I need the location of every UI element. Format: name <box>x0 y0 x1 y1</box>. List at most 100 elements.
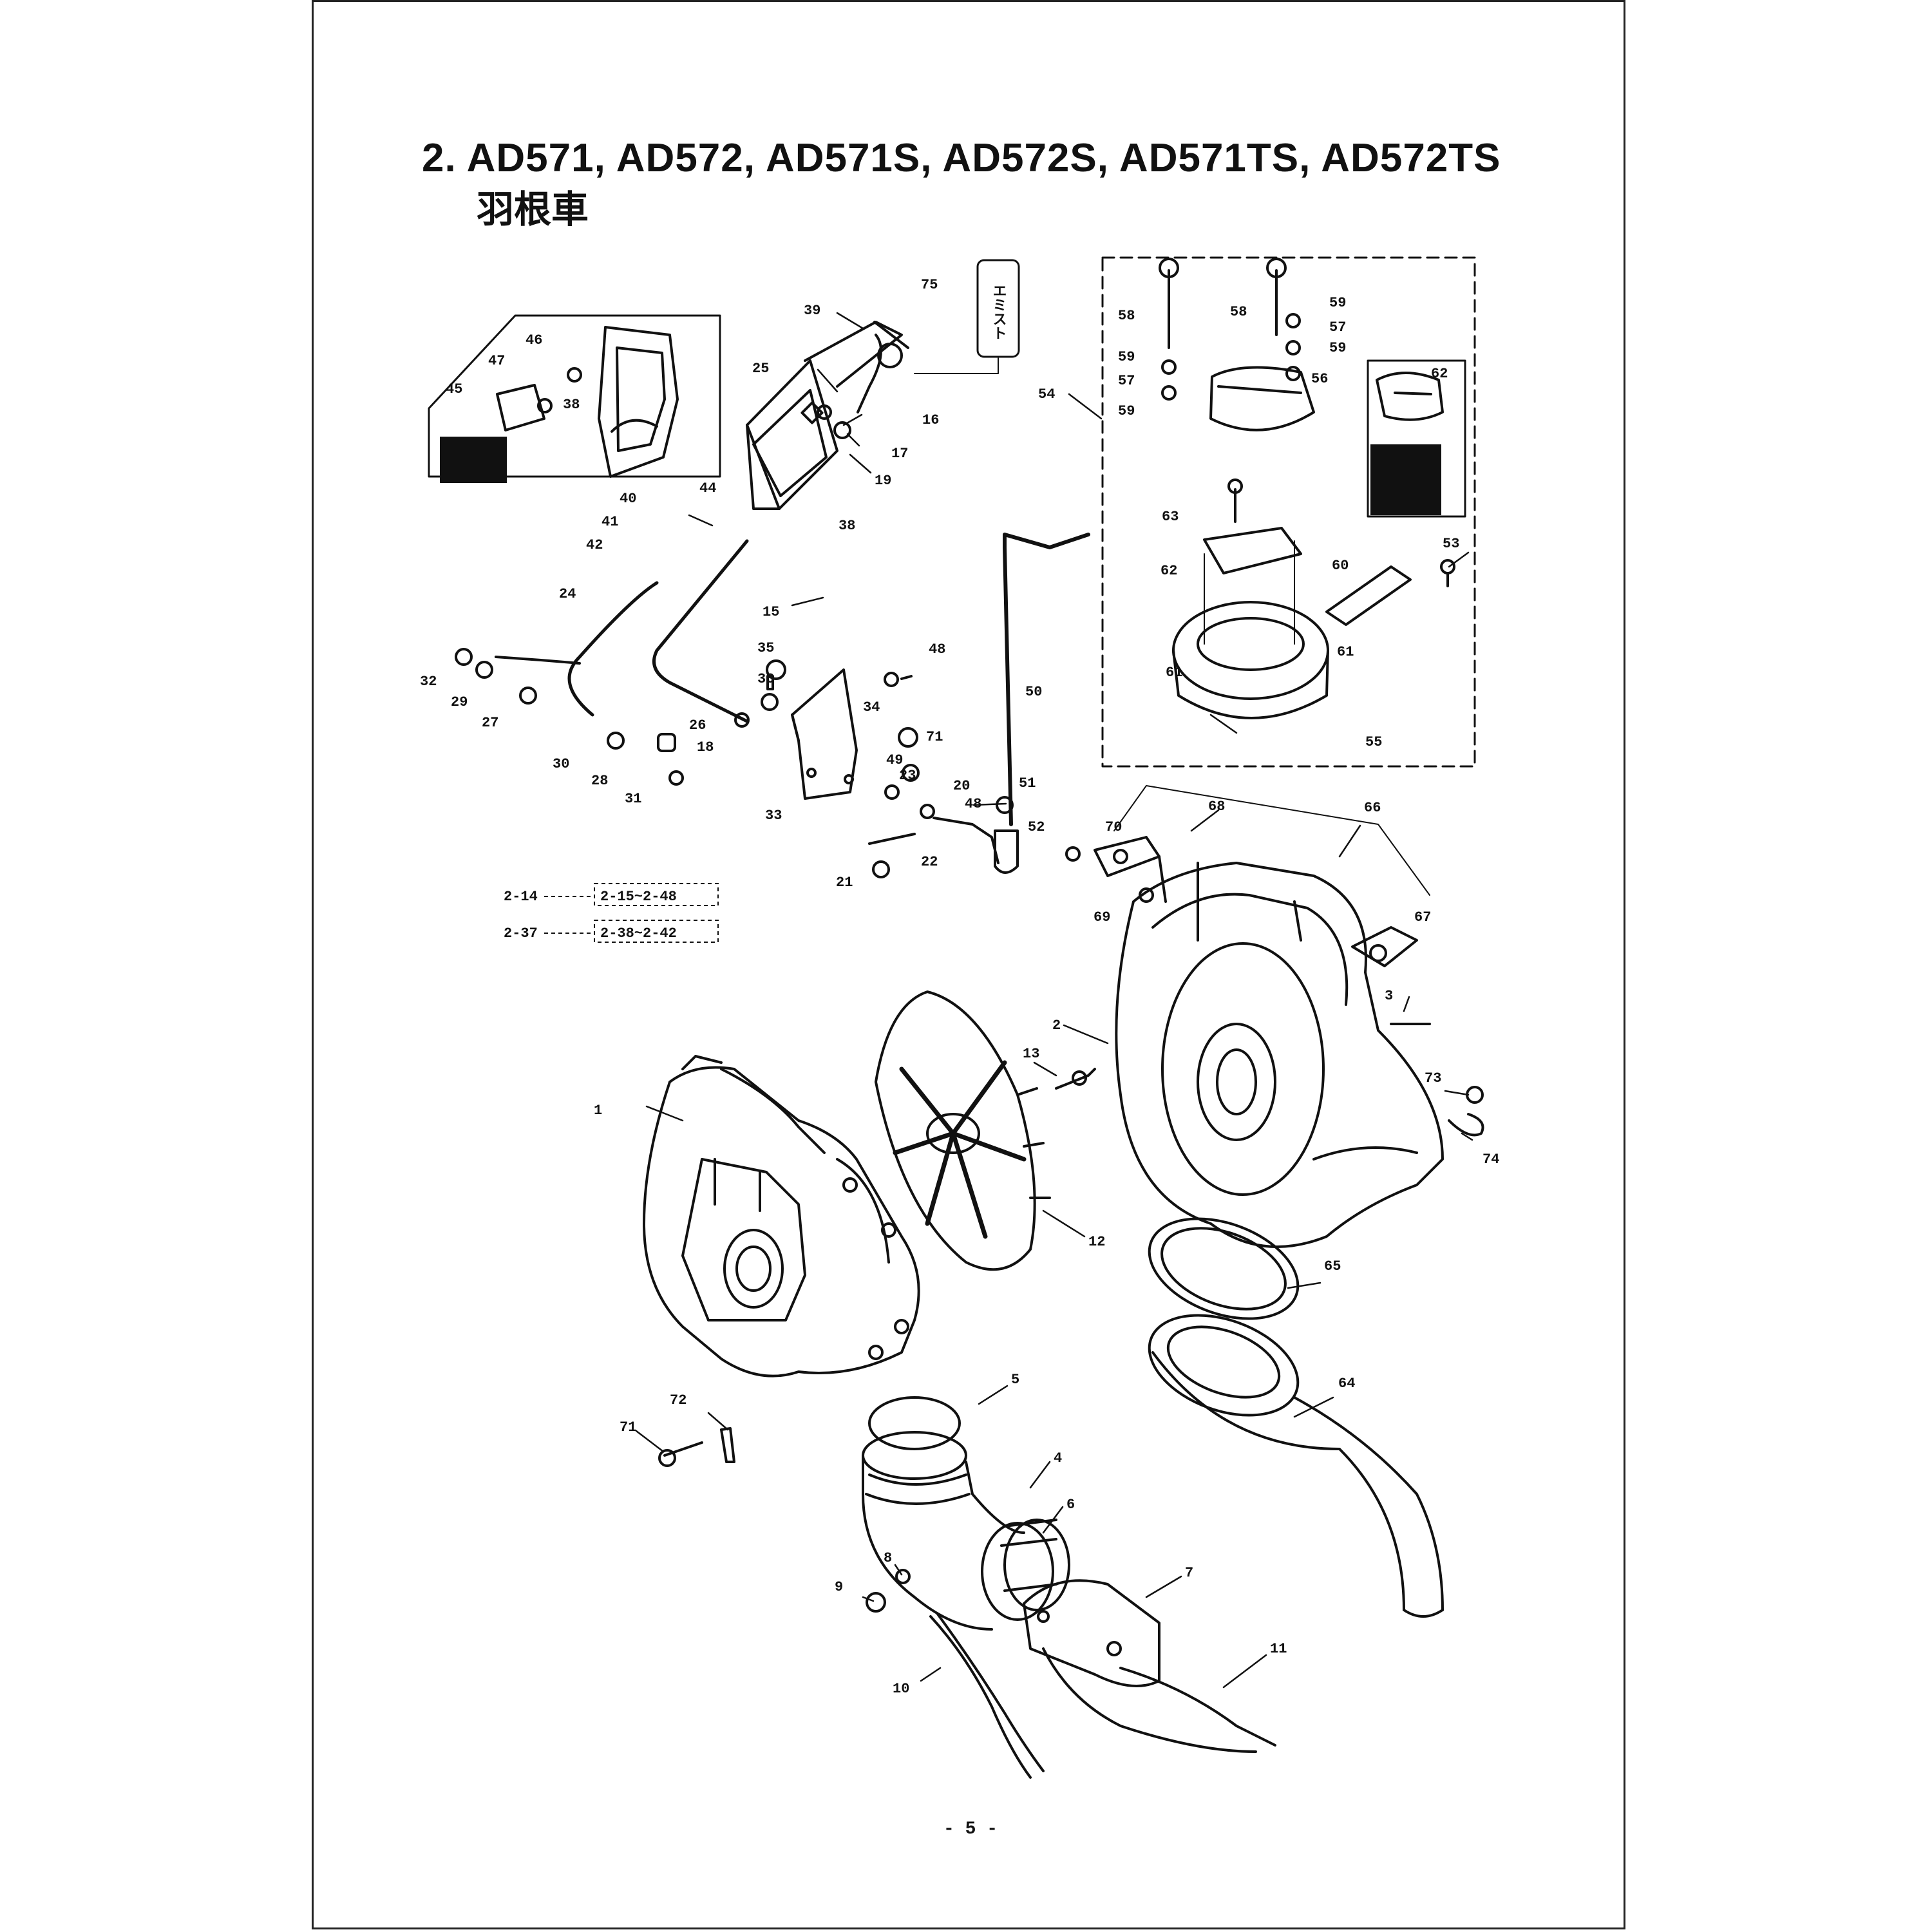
part-number-label: 23 <box>899 768 916 784</box>
part-number-label: 48 <box>965 796 981 812</box>
part-number-label: 59 <box>1118 349 1135 365</box>
part-number-label: 71 <box>620 1419 636 1435</box>
part-number-label: 36 <box>757 671 774 687</box>
part-number-label: 62 <box>1431 366 1448 382</box>
part-number-label: 22 <box>921 854 938 870</box>
nozzle <box>1023 1579 1160 1687</box>
part-number-label: 21 <box>836 875 853 891</box>
part-number-label: 74 <box>1482 1151 1499 1168</box>
part-number-label: 38 <box>838 518 855 534</box>
part-number-label: 8 <box>884 1550 892 1566</box>
part-number-label: 51 <box>1019 775 1036 791</box>
dashed-valve-box <box>1101 256 1476 768</box>
page-title: 2. AD571, AD572, AD571S, AD572S, AD571TS… <box>422 136 1501 180</box>
part-number-label: 2 <box>1052 1018 1061 1034</box>
part-number-label: 48 <box>929 641 945 658</box>
inset-grip-detail <box>428 314 721 483</box>
cables <box>866 1569 1276 1779</box>
part-number-label: 47 <box>488 353 505 369</box>
part-number-label: 56 <box>1311 371 1328 387</box>
part-number-label: 50 <box>1025 684 1042 700</box>
part-number-label: 54 <box>1038 386 1055 402</box>
part-number-label: 69 <box>1094 909 1110 925</box>
part-number-label: 3 <box>1385 988 1393 1004</box>
part-number-label: 58 <box>1230 304 1247 320</box>
part-number-label: 26 <box>689 717 706 734</box>
part-number-label: 59 <box>1118 403 1135 419</box>
part-number-label: 41 <box>601 514 618 530</box>
part-number-label: 60 <box>1332 558 1349 574</box>
part-number-label: 65 <box>1324 1258 1341 1274</box>
part-number-label: 49 <box>886 752 903 768</box>
part-number-label: 24 <box>559 586 576 602</box>
part-number-label: 67 <box>1414 909 1431 925</box>
fan-impeller <box>875 990 1051 1271</box>
tag-label-text: エミスト <box>990 283 1007 340</box>
part-number-label: 29 <box>451 694 468 710</box>
part-number-label: 52 <box>1028 819 1045 835</box>
part-number-label: 72 <box>670 1392 687 1408</box>
part-number-label: 25 <box>752 361 769 377</box>
assembly-ref-parent: 2-37 <box>504 925 538 942</box>
part-number-label: 66 <box>1364 800 1381 816</box>
part-number-label: 46 <box>526 332 542 348</box>
part-number-label: 58 <box>1118 308 1135 324</box>
elbow-duct <box>862 1396 1070 1631</box>
part-number-label: 61 <box>1166 665 1182 681</box>
part-number-label: 17 <box>891 446 908 462</box>
part-number-label: 44 <box>699 480 716 497</box>
part-number-label: 18 <box>697 739 714 755</box>
part-number-label: 59 <box>1329 340 1346 356</box>
part-number-label: 32 <box>420 674 437 690</box>
part-number-label: 30 <box>553 756 569 772</box>
assembly-ref-range: 2-38~2-42 <box>600 925 677 942</box>
fan-case-front <box>643 1055 920 1467</box>
part-number-label: 73 <box>1425 1070 1441 1086</box>
part-number-label: 53 <box>1443 536 1459 552</box>
part-number-label: 62 <box>1160 563 1177 579</box>
assembly-ref-parent: 2-14 <box>504 889 538 905</box>
part-number-label: 34 <box>863 699 880 715</box>
assembly-references: 2-14 2-15~2-48 2-37 2-38~2-42 <box>504 883 719 943</box>
part-number-label: 45 <box>446 381 462 397</box>
parts-sheet <box>312 0 1625 1929</box>
part-number-label: 15 <box>762 604 779 620</box>
part-number-label: 59 <box>1329 295 1346 311</box>
part-number-label: 35 <box>757 640 774 656</box>
leader-lines <box>635 312 1473 1689</box>
part-number-label: 4 <box>1054 1450 1062 1466</box>
part-number-label: 68 <box>1208 799 1225 815</box>
part-number-label: 61 <box>1337 644 1354 660</box>
part-number-label: 31 <box>625 791 641 807</box>
part-number-label: 63 <box>1162 509 1179 525</box>
part-number-label: 19 <box>875 473 891 489</box>
part-number-label: 1 <box>594 1103 602 1119</box>
part-number-label: 57 <box>1118 373 1135 389</box>
fan-case-rear <box>1055 785 1484 1248</box>
part-number-label: 71 <box>926 729 943 745</box>
part-number-label: 64 <box>1338 1376 1355 1392</box>
assembly-ref-range: 2-15~2-48 <box>600 889 677 905</box>
part-number-label: 5 <box>1011 1372 1019 1388</box>
part-number-label: 27 <box>482 715 498 731</box>
throttle-lever-assembly <box>455 259 1090 878</box>
part-number-label: 10 <box>893 1681 909 1697</box>
part-number-label: 33 <box>765 808 782 824</box>
page-number: - 5 - <box>943 1819 998 1839</box>
part-number-label: 11 <box>1270 1641 1287 1657</box>
part-number-label: 70 <box>1105 819 1122 835</box>
part-number-label: 75 <box>921 277 938 293</box>
part-number-label: 7 <box>1185 1565 1193 1581</box>
part-number-label: 28 <box>591 773 608 789</box>
part-number-label: 16 <box>922 412 939 428</box>
blower-pipe <box>1148 1217 1444 1618</box>
part-number-label: 6 <box>1066 1497 1075 1513</box>
part-number-label: 40 <box>620 491 636 507</box>
part-number-label: 9 <box>835 1579 843 1595</box>
part-number-label: 42 <box>586 537 603 553</box>
part-number-label: 12 <box>1088 1234 1105 1250</box>
page-subtitle: 羽根車 <box>477 189 589 231</box>
part-number-label: 38 <box>563 397 580 413</box>
part-number-label: 13 <box>1023 1046 1039 1062</box>
